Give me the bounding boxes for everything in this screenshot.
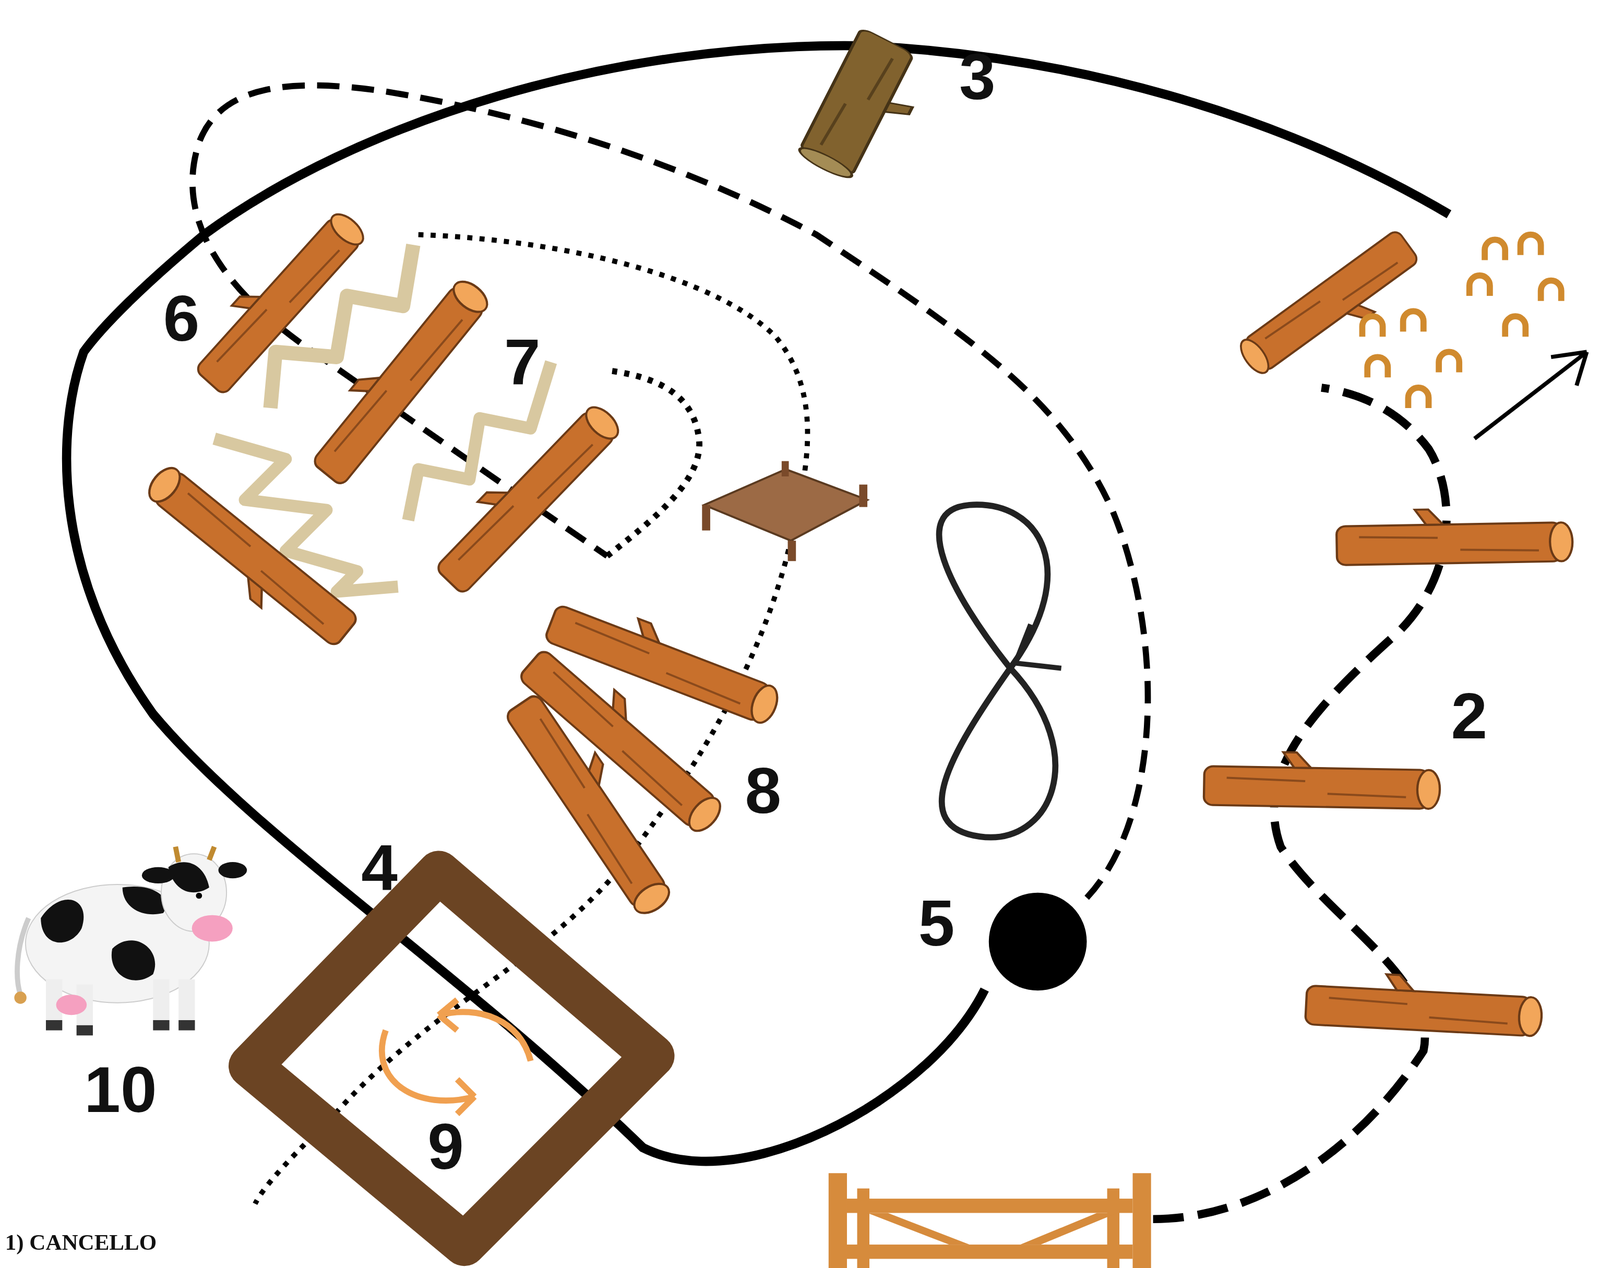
callout-number: 6: [163, 285, 200, 351]
callout-number: 2: [1451, 683, 1488, 749]
callout-number: 10: [84, 1056, 157, 1122]
callout-number: 5: [918, 890, 955, 957]
callout-number: 3: [959, 43, 996, 110]
callout-number: 9: [427, 1114, 464, 1180]
gate-label: 1) CANCELLO: [5, 1231, 157, 1255]
callout-number: 7: [504, 329, 541, 395]
callout-number: 4: [361, 834, 398, 900]
callout-number: 8: [744, 758, 782, 824]
